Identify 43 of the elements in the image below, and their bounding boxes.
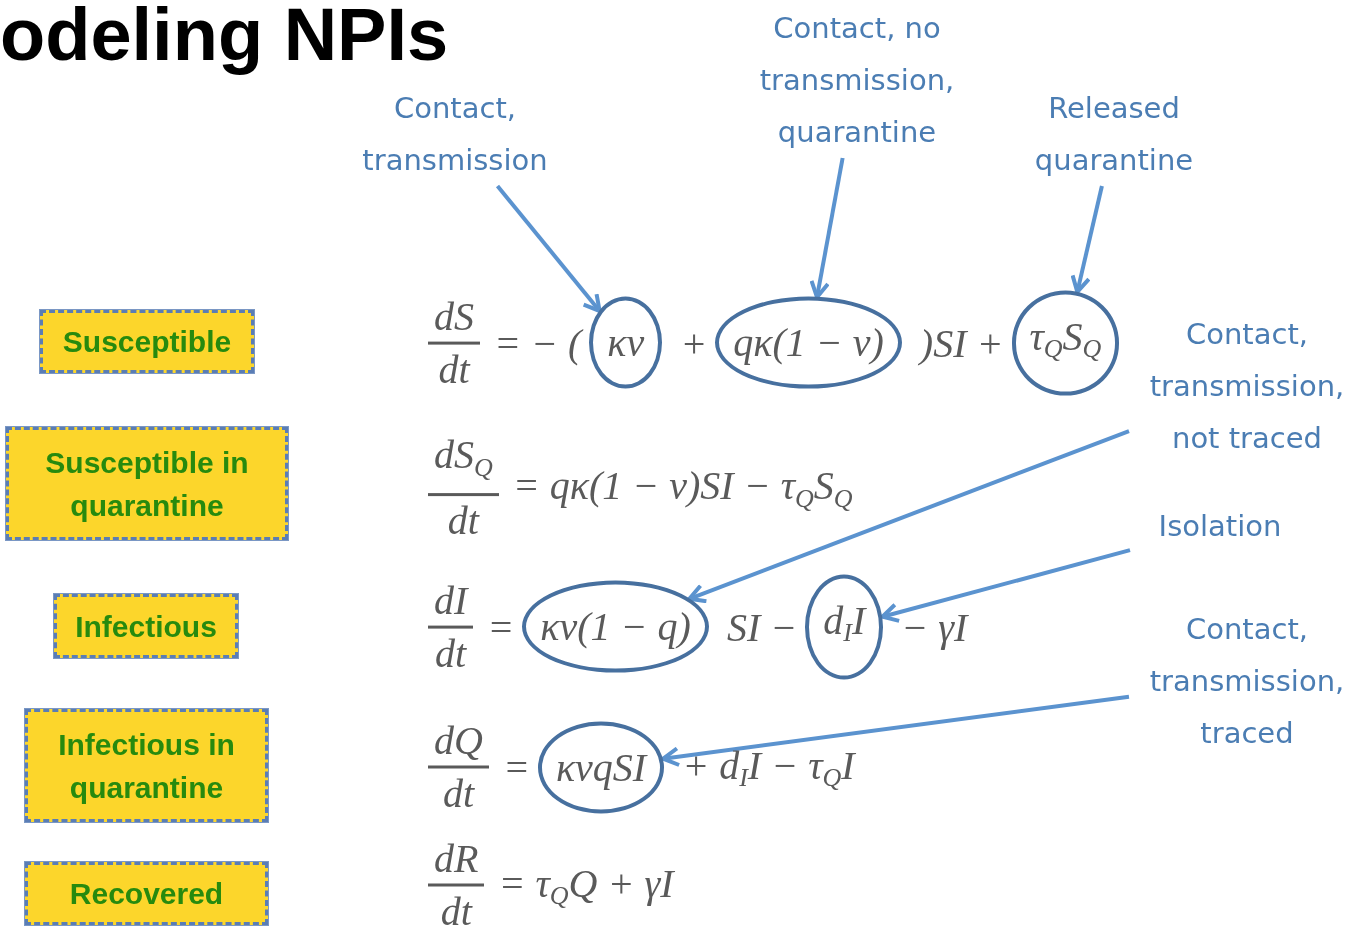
numerator: dI <box>433 576 470 625</box>
equation-term: − γI <box>901 603 968 651</box>
arrow <box>1070 185 1104 294</box>
compartment-box: Susceptible in quarantine <box>6 427 288 540</box>
arrow <box>880 548 1131 623</box>
numerator: dR <box>433 834 480 883</box>
annotation-text: Isolation <box>1130 500 1310 552</box>
equation-term: + d$_{I}$I − τ$_{Q}$I <box>682 741 855 793</box>
equation-term: = <box>487 603 515 651</box>
arrow <box>495 184 602 313</box>
equation-term: + <box>680 319 708 367</box>
numerator: dQ <box>433 716 484 765</box>
equation-term: )SI + <box>919 319 1004 367</box>
equation-term: = qκ(1 − ν)SI − τ$_{Q}$S$_{Q}$ <box>512 462 853 514</box>
arrow <box>661 694 1130 767</box>
equation-term: = τ$_{Q}$Q + γI <box>498 859 674 911</box>
numerator: dS$_{Q}$ <box>433 431 494 484</box>
denominator: dt <box>434 629 468 678</box>
denominator: dt <box>441 769 476 818</box>
circled-term: qκ(1 − ν) <box>715 297 902 389</box>
circled-term: κν <box>589 297 663 389</box>
annotation-text: Contact, no transmission, quarantine <box>735 2 979 158</box>
compartment-box: Susceptible <box>40 310 254 373</box>
denominator: dt <box>439 887 474 936</box>
annotation-text: Contact, transmission <box>335 82 575 186</box>
circled-term: d$_{I}$I <box>805 574 884 680</box>
equation-term: = <box>502 743 530 791</box>
circled-term: τ$_{Q}$S$_{Q}$ <box>1011 290 1120 396</box>
arrow <box>687 429 1130 604</box>
circled-term: κνqSI <box>537 721 665 813</box>
denominator: dt <box>437 345 472 394</box>
annotation-text: Released quarantine <box>1005 82 1223 186</box>
annotation-text: Contact, transmission, not traced <box>1129 308 1365 464</box>
compartment-box: Infectious <box>54 594 238 658</box>
compartment-box: Recovered <box>25 862 268 925</box>
compartment-box: Infectious in quarantine <box>25 709 268 822</box>
numerator: dS <box>433 292 475 341</box>
slide-title: odeling NPIs <box>0 0 449 77</box>
annotation-text: Contact, transmission, traced <box>1129 603 1365 759</box>
equation-term: = − ( <box>494 319 582 367</box>
denominator: dt <box>446 496 481 545</box>
circled-term: κν(1 − q) <box>522 581 709 673</box>
equation-term: SI − <box>726 603 798 651</box>
